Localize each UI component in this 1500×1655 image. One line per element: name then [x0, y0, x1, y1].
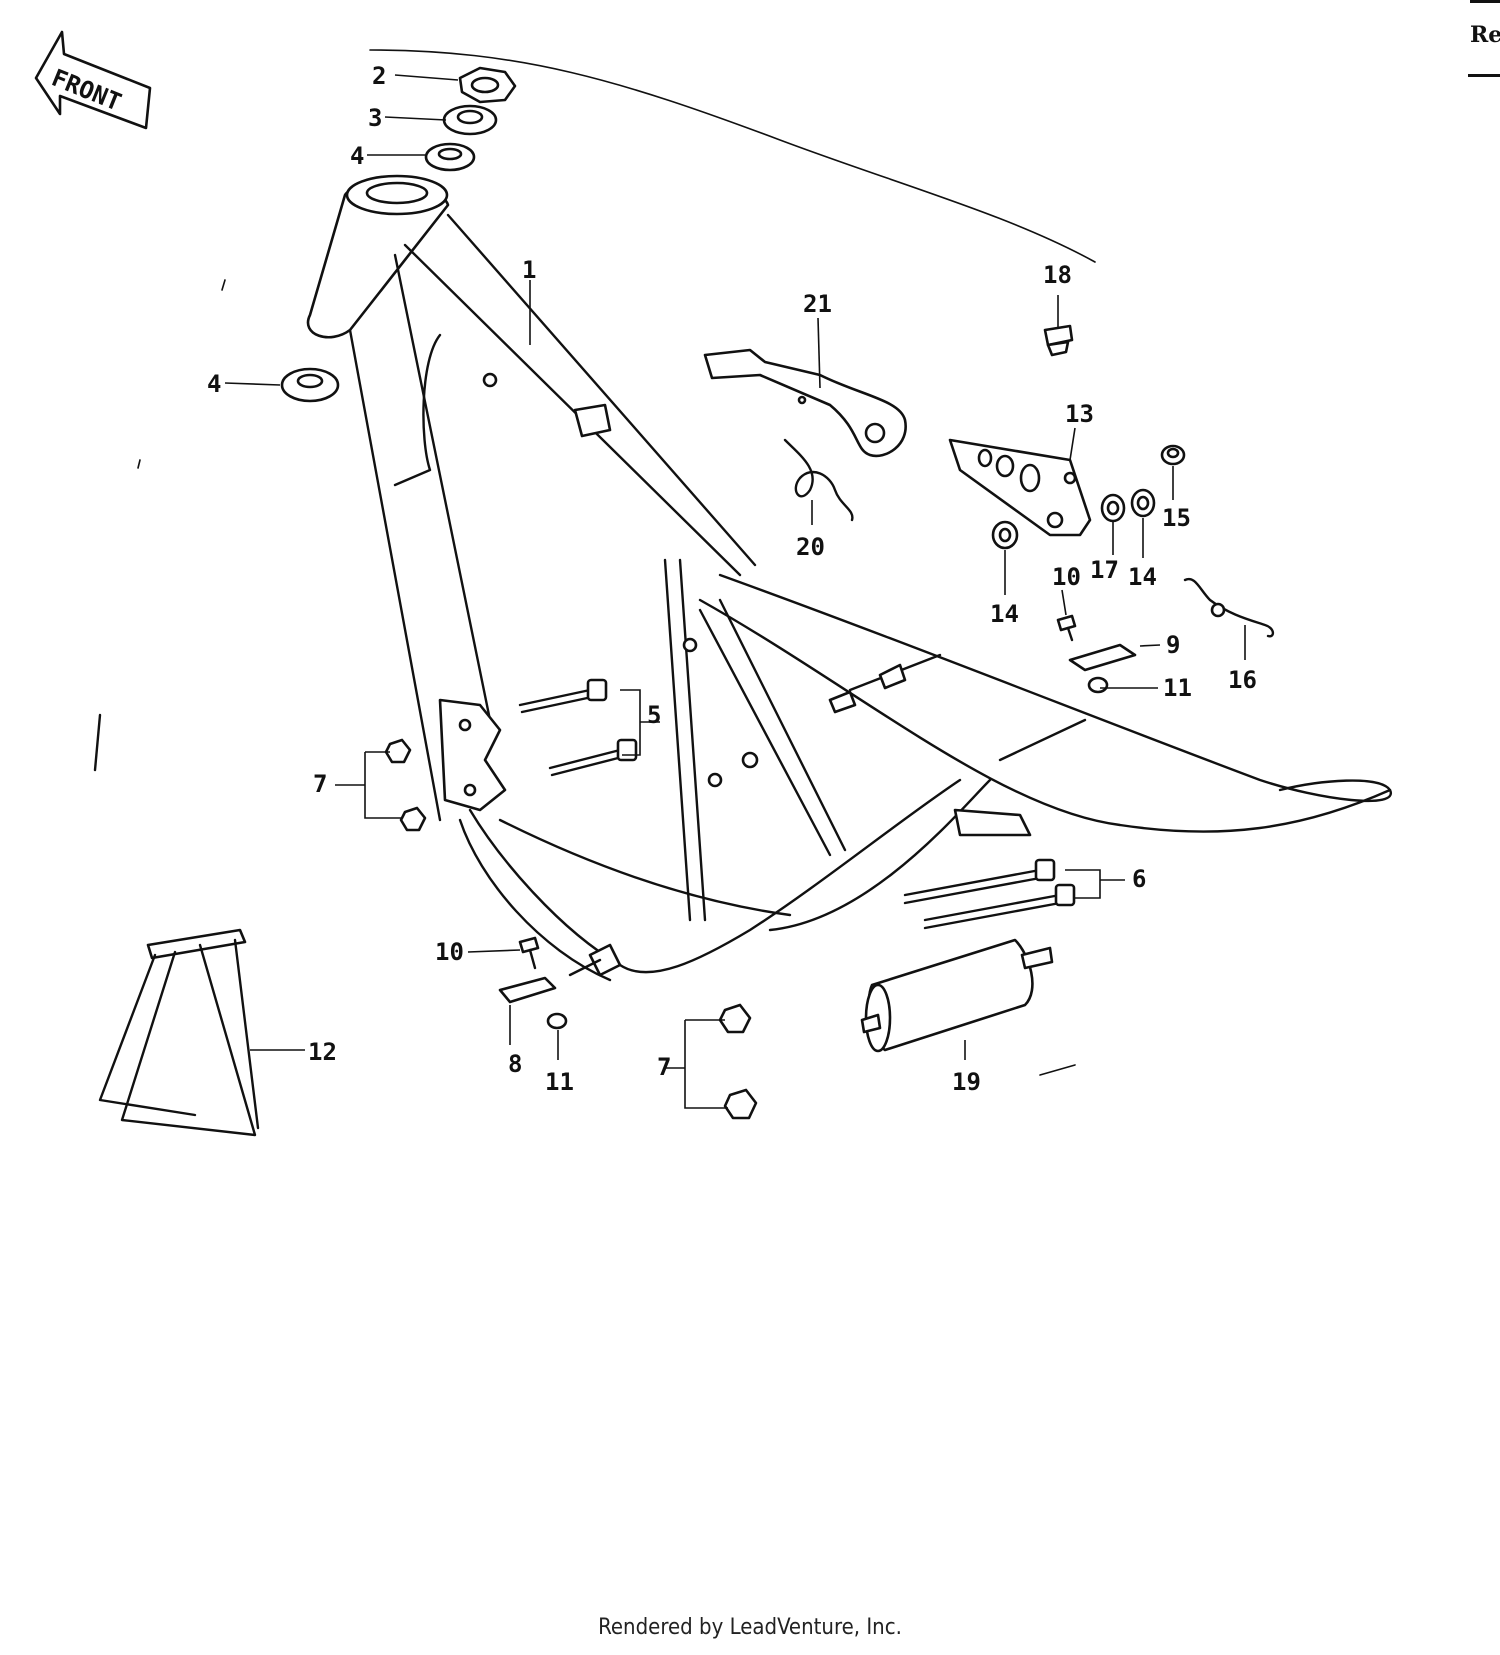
washer-part [1100, 493, 1126, 523]
callout-7a: 7 [313, 770, 327, 798]
plug-part [1043, 324, 1074, 357]
return-spring-part [1183, 577, 1275, 638]
stem-washer-part [442, 104, 498, 136]
front-arrow-icon: FRONT [34, 30, 152, 130]
callout-14b: 14 [1128, 563, 1157, 591]
callout-9: 9 [1166, 631, 1180, 659]
callout-20: 20 [796, 533, 825, 561]
callout-14a: 14 [990, 600, 1019, 628]
stem-nut-part [458, 66, 517, 104]
callout-3: 3 [368, 104, 382, 132]
callout-16: 16 [1228, 666, 1257, 694]
callout-11b: 11 [1163, 674, 1192, 702]
bearing-race-lower-part [280, 367, 340, 403]
footpeg-rubber-left-part [498, 976, 557, 1004]
callout-10b: 10 [1052, 563, 1081, 591]
rear-long-bolt-part [903, 858, 1076, 930]
callout-11a: 11 [545, 1068, 574, 1096]
callout-4b: 4 [207, 370, 221, 398]
brake-bracket-part [948, 438, 1092, 537]
clip-washer-part [991, 488, 1156, 550]
callout-4a: 4 [350, 142, 364, 170]
main-frame-part [306, 174, 1392, 982]
guide-line [369, 49, 1096, 263]
bolt-part [518, 614, 1077, 970]
callout-7b: 7 [657, 1053, 671, 1081]
callout-5: 5 [647, 701, 661, 729]
callout-1: 1 [522, 256, 536, 284]
corner-tab-rule-bottom [1468, 74, 1500, 77]
callout-6: 6 [1132, 865, 1146, 893]
callout-12: 12 [308, 1038, 337, 1066]
callout-2: 2 [372, 62, 386, 90]
engine-bolt-part [518, 678, 638, 777]
scan-marks [93, 279, 1076, 1076]
torsion-spring-part [783, 438, 854, 522]
leader-lines [224, 74, 1246, 1109]
nut-part [384, 738, 758, 1120]
brake-pedal-part [703, 348, 907, 458]
footpeg-rubber-right-part [1068, 643, 1137, 672]
callout-labels: 1 2 3 4 4 5 6 7 7 8 9 10 10 11 11 12 13 … [207, 62, 1257, 1096]
muffler-part [860, 938, 1054, 1053]
callout-18: 18 [1043, 261, 1072, 289]
footer-credit: Rendered by LeadVenture, Inc. [598, 1615, 902, 1640]
corner-tab-rule-top [1470, 0, 1500, 3]
bearing-race-upper-part [424, 142, 476, 172]
stand-part [98, 928, 260, 1137]
callout-8: 8 [508, 1050, 522, 1078]
callout-21: 21 [803, 290, 832, 318]
callout-13: 13 [1065, 400, 1094, 428]
callout-10a: 10 [435, 938, 464, 966]
corner-tab-label: Re [1470, 22, 1500, 48]
frame-parts-diagram: FRONT [34, 30, 1392, 1137]
callout-15: 15 [1162, 504, 1191, 532]
collar-part [1160, 444, 1186, 466]
callout-19: 19 [952, 1068, 981, 1096]
callout-17: 17 [1090, 556, 1119, 584]
